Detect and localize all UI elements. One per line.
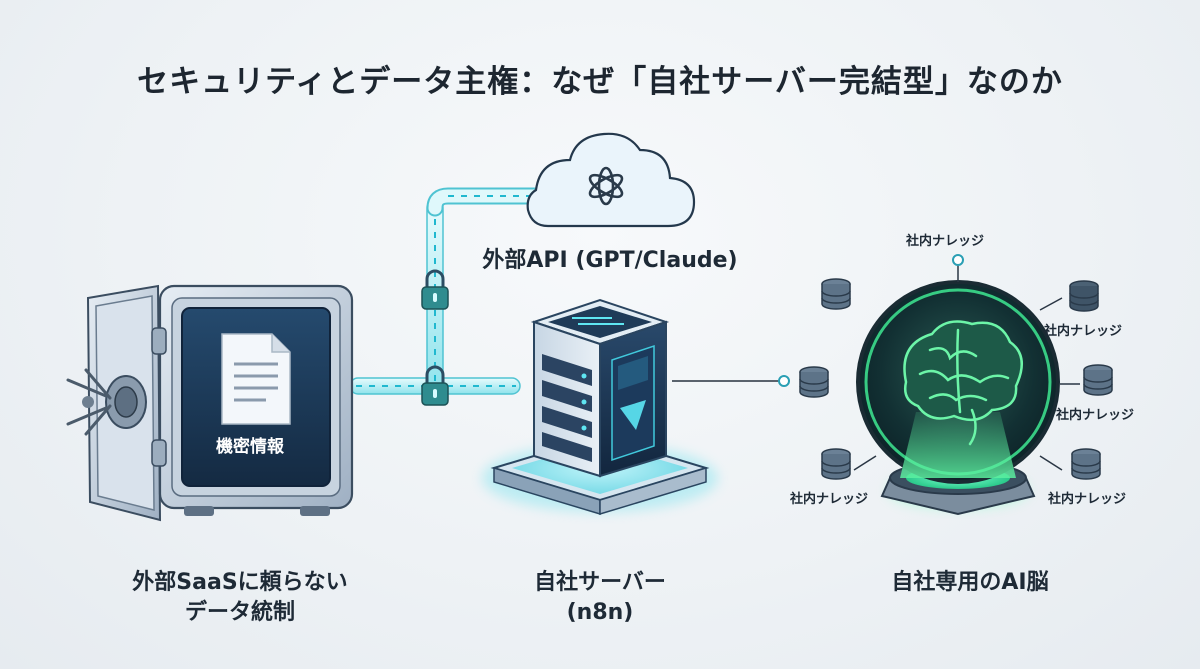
server-caption: 自社サーバー (n8n): [470, 568, 730, 628]
brain-orb: [856, 280, 1060, 516]
knowledge-label-lower-right: 社内ナレッジ: [1048, 492, 1127, 507]
confidential-info-label: 機密情報: [216, 437, 284, 457]
knowledge-label-lower-left: 社内ナレッジ: [790, 492, 869, 507]
server-caption-line2: (n8n): [566, 600, 634, 625]
database-icon: [799, 366, 829, 398]
database-icon: [1083, 364, 1113, 396]
database-icon: [1069, 280, 1099, 312]
vault-caption-line2: データ統制: [184, 600, 295, 625]
external-api-label: 外部API (GPT/Claude): [482, 248, 738, 273]
knowledge-label-top: 社内ナレッジ: [906, 234, 985, 249]
knowledge-network: [853, 262, 1080, 471]
knowledge-label-upper-right: 社内ナレッジ: [1044, 324, 1123, 339]
padlock-icon: [421, 365, 449, 406]
page-title: セキュリティとデータ主権：なぜ「自社サーバー完結型」なのか: [137, 64, 1063, 100]
vault-caption-line1: 外部SaaSに頼らない: [132, 570, 348, 595]
padlock-icon: [421, 269, 449, 310]
openai-logo-icon: [588, 166, 624, 206]
safe-vault: [66, 284, 354, 522]
vault-caption: 外部SaaSに頼らない データ統制: [100, 568, 380, 628]
server-tower: [482, 298, 718, 516]
database-icon: [821, 448, 851, 480]
document-icon: [221, 333, 291, 425]
brain-icon: [903, 320, 1023, 446]
knowledge-label-right: 社内ナレッジ: [1056, 408, 1135, 423]
database-icon: [1071, 448, 1101, 480]
brain-caption: 自社専用のAI脳: [891, 570, 1049, 595]
server-caption-line1: 自社サーバー: [534, 570, 666, 595]
database-icon: [821, 278, 851, 310]
